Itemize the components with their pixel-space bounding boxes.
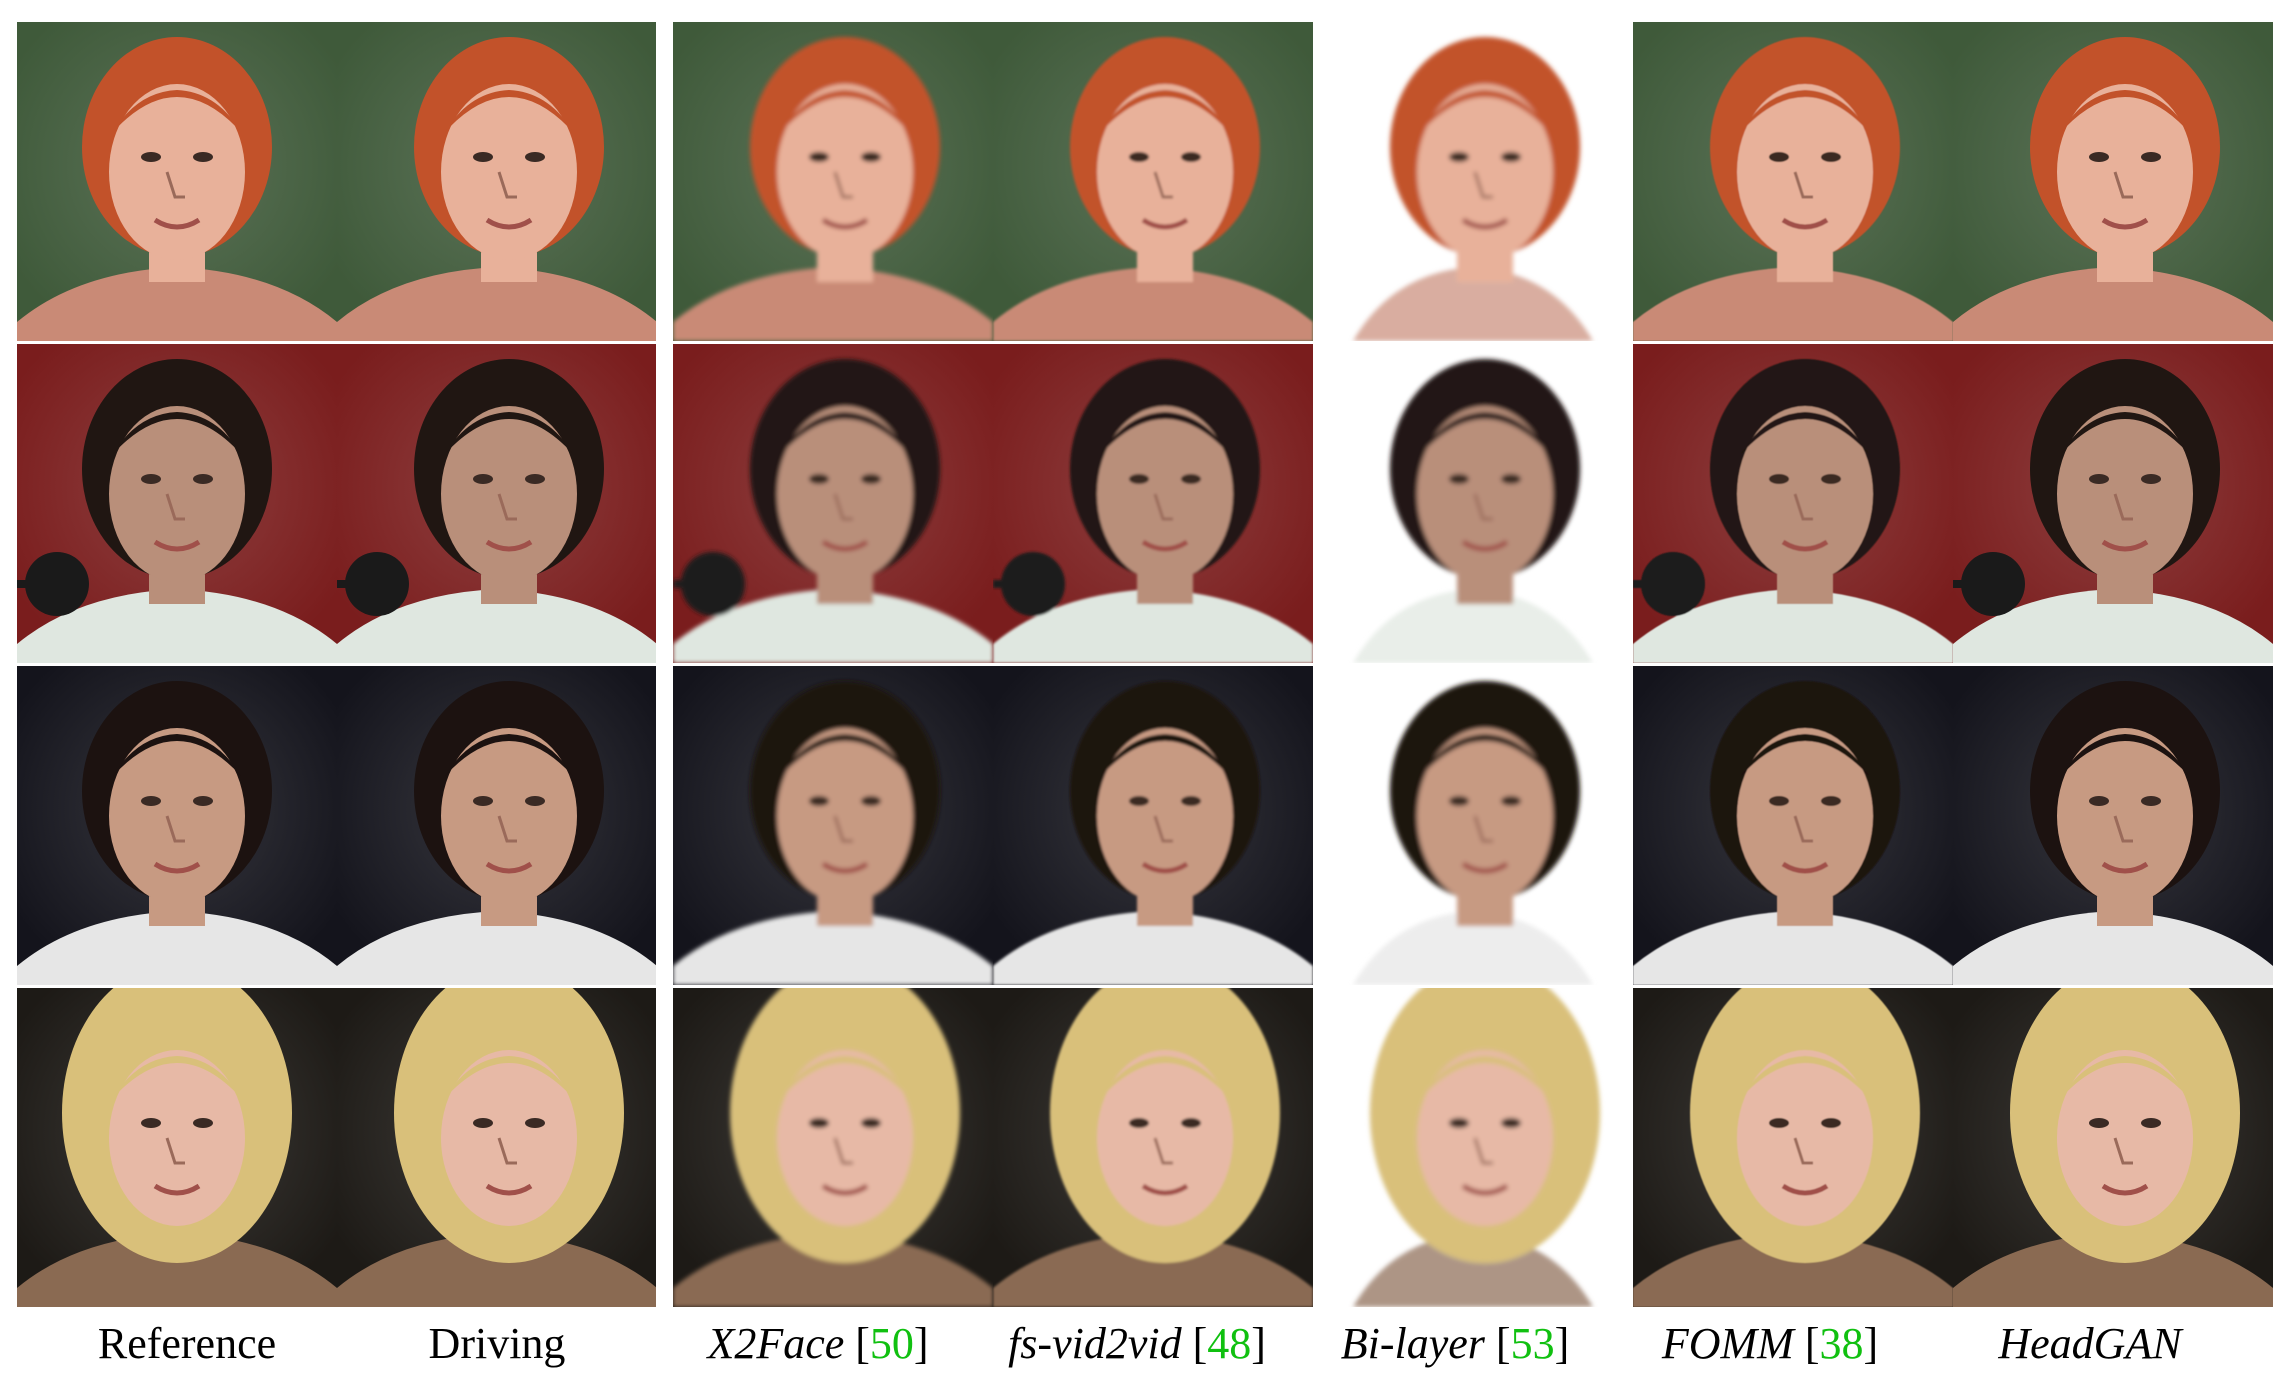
face-image-r1-headgan bbox=[1953, 22, 2273, 341]
face-image-r3-reference bbox=[17, 666, 337, 985]
comparison-image-grid bbox=[17, 22, 2281, 1307]
caption-x2face: X2Face [50] bbox=[707, 1319, 929, 1368]
citation-53: 53 bbox=[1510, 1319, 1555, 1368]
face-image-r2-x2face bbox=[673, 344, 993, 663]
citation-50: 50 bbox=[869, 1319, 914, 1368]
caption-bi-layer: Bi-layer [53] bbox=[1340, 1319, 1570, 1368]
face-image-r3-bi-layer bbox=[1313, 666, 1633, 985]
caption-reference: Reference bbox=[97, 1319, 277, 1368]
face-image-r4-driving bbox=[337, 988, 657, 1307]
face-image-r1-x2face bbox=[673, 22, 993, 341]
citation-48: 48 bbox=[1207, 1319, 1252, 1368]
caption-headgan: HeadGAN bbox=[1998, 1319, 2182, 1368]
caption-driving: Driving bbox=[428, 1319, 566, 1368]
face-image-r4-headgan bbox=[1953, 988, 2273, 1307]
face-image-r1-driving bbox=[337, 22, 657, 341]
face-image-r4-reference bbox=[17, 988, 337, 1307]
face-image-r1-reference bbox=[17, 22, 337, 341]
face-image-r2-bi-layer bbox=[1313, 344, 1633, 663]
face-image-r4-bi-layer bbox=[1313, 988, 1633, 1307]
face-image-r2-fomm bbox=[1633, 344, 1953, 663]
face-image-r2-fs-vid2vid bbox=[993, 344, 1313, 663]
face-image-r1-bi-layer bbox=[1313, 22, 1633, 341]
caption-fs-vid2vid: fs-vid2vid [48] bbox=[1008, 1319, 1266, 1368]
face-image-r2-reference bbox=[17, 344, 337, 663]
column-separator bbox=[656, 22, 667, 1307]
face-image-r4-fs-vid2vid bbox=[993, 988, 1313, 1307]
face-image-r1-fomm bbox=[1633, 22, 1953, 341]
face-image-r1-fs-vid2vid bbox=[993, 22, 1313, 341]
face-image-r3-fomm bbox=[1633, 666, 1953, 985]
caption-fomm: FOMM [38] bbox=[1661, 1319, 1879, 1368]
column-captions: Reference Driving X2Face [50] fs-vid2vid… bbox=[0, 1310, 2291, 1380]
face-image-r3-headgan bbox=[1953, 666, 2273, 985]
face-image-r3-x2face bbox=[673, 666, 993, 985]
face-image-r2-driving bbox=[337, 344, 657, 663]
face-image-r4-x2face bbox=[673, 988, 993, 1307]
face-image-r2-headgan bbox=[1953, 344, 2273, 663]
face-image-r3-fs-vid2vid bbox=[993, 666, 1313, 985]
face-image-r4-fomm bbox=[1633, 988, 1953, 1307]
face-image-r3-driving bbox=[337, 666, 657, 985]
citation-38: 38 bbox=[1819, 1319, 1864, 1368]
